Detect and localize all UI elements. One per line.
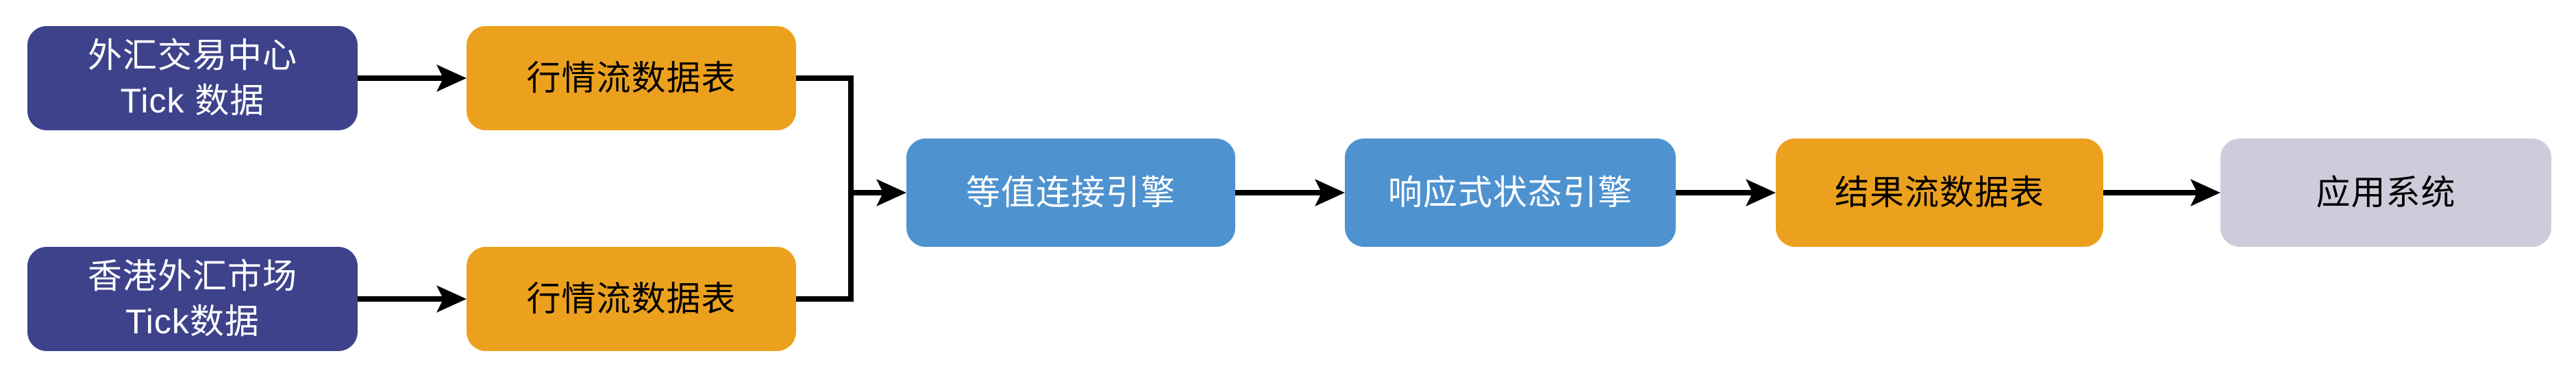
node-state-engine-label: 响应式状态引擎: [1388, 173, 1633, 212]
node-source-hk: 香港外汇市场 Tick数据: [27, 247, 358, 351]
node-stream-table-1: 行情流数据表: [467, 26, 796, 130]
node-app-system: 应用系统: [2220, 139, 2551, 247]
node-join-engine: 等值连接引擎: [906, 139, 1235, 247]
edge-source-cfets-to-stream-table-1: [358, 64, 467, 92]
node-source-cfets-label-line1: 外汇交易中心: [88, 36, 297, 75]
edge-stream-tables-to-join-engine: [796, 75, 906, 302]
node-source-cfets: 外汇交易中心 Tick 数据: [27, 26, 358, 130]
node-source-cfets-label-line2: Tick 数据: [120, 82, 265, 120]
node-source-hk-label-line1: 香港外汇市场: [88, 257, 297, 296]
node-join-engine-label: 等值连接引擎: [966, 173, 1176, 212]
edge-source-hk-to-stream-table-2: [358, 285, 467, 313]
edge-result-table-to-app-system: [2103, 179, 2220, 206]
edge-join-engine-to-state-engine: [1235, 179, 1345, 206]
node-source-hk-label-line2: Tick数据: [125, 302, 260, 341]
node-app-system-label: 应用系统: [2316, 173, 2456, 212]
node-stream-table-2-label: 行情流数据表: [526, 280, 736, 318]
node-state-engine: 响应式状态引擎: [1345, 139, 1676, 247]
node-result-table-label: 结果流数据表: [1835, 173, 2044, 212]
edge-state-engine-to-result-table: [1676, 179, 1776, 206]
node-stream-table-1-label: 行情流数据表: [526, 59, 736, 97]
node-stream-table-2: 行情流数据表: [467, 247, 796, 351]
node-result-table: 结果流数据表: [1776, 139, 2103, 247]
